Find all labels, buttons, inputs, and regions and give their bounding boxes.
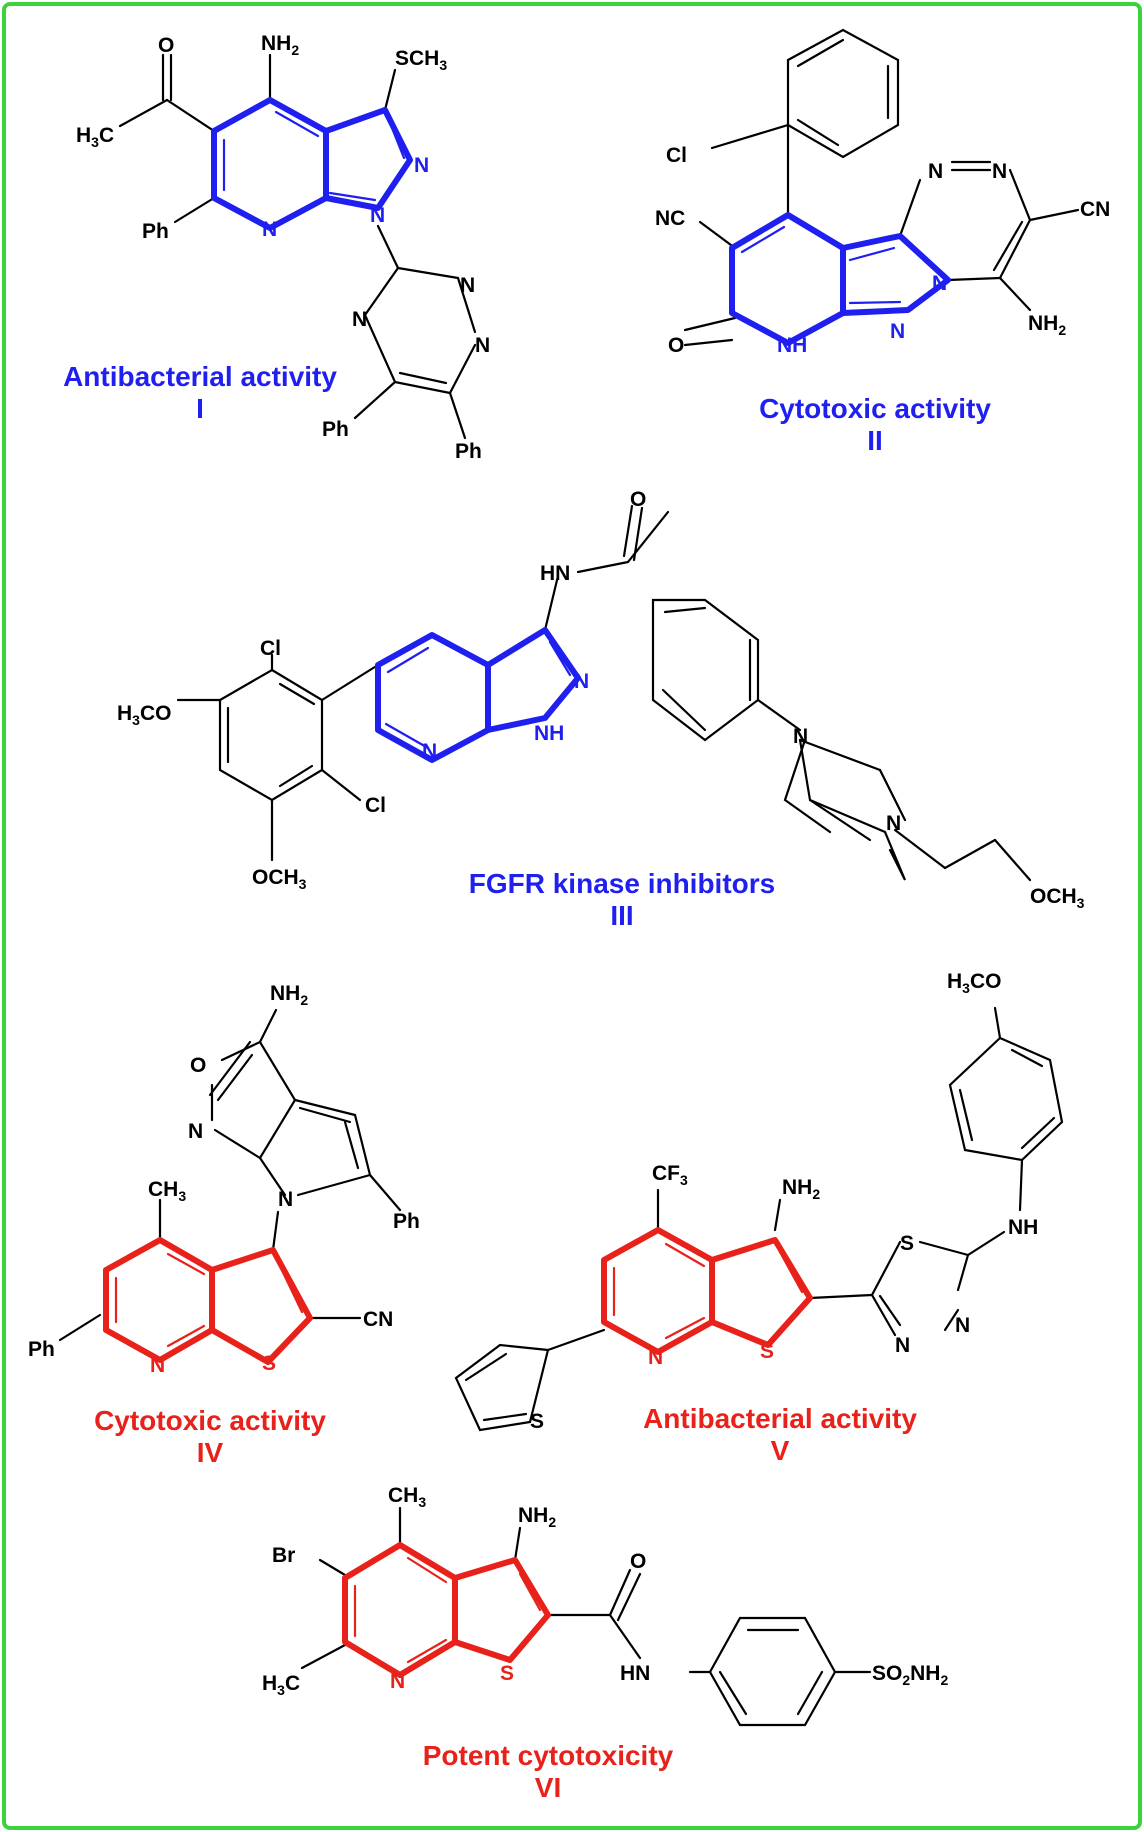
atom-label: N: [928, 160, 943, 183]
atom-label: N: [188, 1120, 203, 1143]
atom-label: OCH3: [1030, 885, 1085, 911]
atom-label: CN: [363, 1308, 393, 1331]
compound-I-structure: [118, 53, 477, 440]
atom-label: H3C: [262, 1672, 300, 1698]
compound-II-atoms: Cl NC CN O NH N N N N NH2: [655, 144, 1110, 357]
atom-label: Ph: [142, 220, 169, 243]
compound-IV-activity: Cytotoxic activity: [94, 1405, 326, 1436]
atom-label: Ph: [455, 440, 482, 463]
atom-label: N: [574, 670, 589, 693]
atom-label: SO2NH2: [872, 1662, 948, 1688]
atom-label: N: [150, 1354, 165, 1377]
compound-III-activity: FGFR kinase inhibitors: [469, 868, 775, 899]
atom-label: NH2: [518, 1504, 556, 1530]
compound-I-numeral: I: [196, 393, 204, 424]
atom-label: H3CO: [947, 970, 1001, 996]
atom-label: Br: [272, 1544, 295, 1567]
atom-label: HN: [540, 562, 570, 585]
atom-label: N: [390, 1670, 405, 1693]
atom-label: NH: [534, 722, 564, 745]
compound-VI-activity: Potent cytotoxicity: [423, 1740, 674, 1771]
compound-IV-numeral: IV: [197, 1437, 224, 1468]
atom-label: Cl: [260, 637, 281, 660]
atom-label: CH3: [388, 1484, 426, 1510]
compound-VI-atoms: CH3 NH2 Br O H3C N S HN SO2NH2: [262, 1484, 948, 1698]
atom-label: N: [648, 1346, 663, 1369]
atom-label: NH2: [270, 982, 308, 1008]
atom-label: N: [460, 274, 475, 297]
compound-IV-structure: [58, 1008, 402, 1365]
compound-VI-structure: [300, 1506, 872, 1727]
atom-label: Cl: [666, 144, 687, 167]
atom-label: NH: [1008, 1216, 1038, 1239]
compound-II-structure: [683, 28, 1080, 347]
atom-label: Ph: [28, 1338, 55, 1361]
atom-label: S: [900, 1232, 914, 1255]
atom-label: CF3: [652, 1162, 688, 1188]
atom-label: O: [668, 334, 684, 357]
atom-label: CN: [1080, 198, 1110, 221]
atom-label: NH2: [1028, 312, 1066, 338]
atom-label: S: [760, 1340, 774, 1363]
atom-label: N: [955, 1314, 970, 1337]
atom-label: NH: [777, 334, 807, 357]
atom-label: CH3: [148, 1178, 186, 1204]
atom-label: N: [475, 334, 490, 357]
atom-label: H3C: [76, 124, 114, 150]
atom-label: HN: [620, 1662, 650, 1685]
atom-label: N: [890, 320, 905, 343]
compound-I-atoms: O NH2 SCH3 H3C Ph N N N N N N Ph Ph: [76, 32, 490, 463]
atom-label: N: [886, 812, 901, 835]
atom-label: NC: [655, 207, 685, 230]
atom-label: Ph: [322, 418, 349, 441]
atom-label: OCH3: [252, 866, 307, 892]
atom-label: N: [352, 308, 367, 331]
compound-III-numeral: III: [610, 900, 633, 931]
atom-label: O: [190, 1054, 206, 1077]
atom-label: O: [630, 1550, 646, 1573]
atom-label: N: [370, 204, 385, 227]
atom-label: N: [793, 725, 808, 748]
compound-II-numeral: II: [867, 425, 883, 456]
compound-IV-atoms: NH2 O N N Ph CH3 CN Ph N S: [28, 982, 420, 1377]
atom-label: N: [932, 272, 947, 295]
compound-III-atoms: O HN Cl Cl H3CO OCH3 N N NH N N OCH3: [117, 488, 1085, 911]
compound-V-structure: [454, 1006, 1064, 1432]
atom-label: N: [992, 160, 1007, 183]
atom-label: SCH3: [395, 47, 447, 73]
compound-V-activity: Antibacterial activity: [643, 1403, 917, 1434]
atom-label: N: [422, 740, 437, 763]
atom-label: O: [630, 488, 646, 511]
compound-III-structure: [176, 504, 1032, 882]
compound-V-numeral: V: [771, 1435, 790, 1466]
atom-label: NH2: [261, 32, 299, 58]
atom-label: N: [262, 218, 277, 241]
atom-label: N: [414, 154, 429, 177]
atom-label: Ph: [393, 1210, 420, 1233]
atom-label: N: [895, 1334, 910, 1357]
atom-label: S: [500, 1662, 514, 1685]
compound-I-activity: Antibacterial activity: [63, 361, 337, 392]
atom-label: O: [158, 34, 174, 57]
atom-label: S: [262, 1352, 276, 1375]
compound-VI-numeral: VI: [535, 1772, 561, 1803]
atom-label: H3CO: [117, 702, 171, 728]
atom-label: Cl: [365, 794, 386, 817]
atom-label: N: [278, 1188, 293, 1211]
compound-V-atoms: H3CO CF3 NH2 NH S N N N S S: [530, 970, 1038, 1433]
atom-label: NH2: [782, 1176, 820, 1202]
atom-label: S: [530, 1410, 544, 1433]
compound-II-activity: Cytotoxic activity: [759, 393, 991, 424]
